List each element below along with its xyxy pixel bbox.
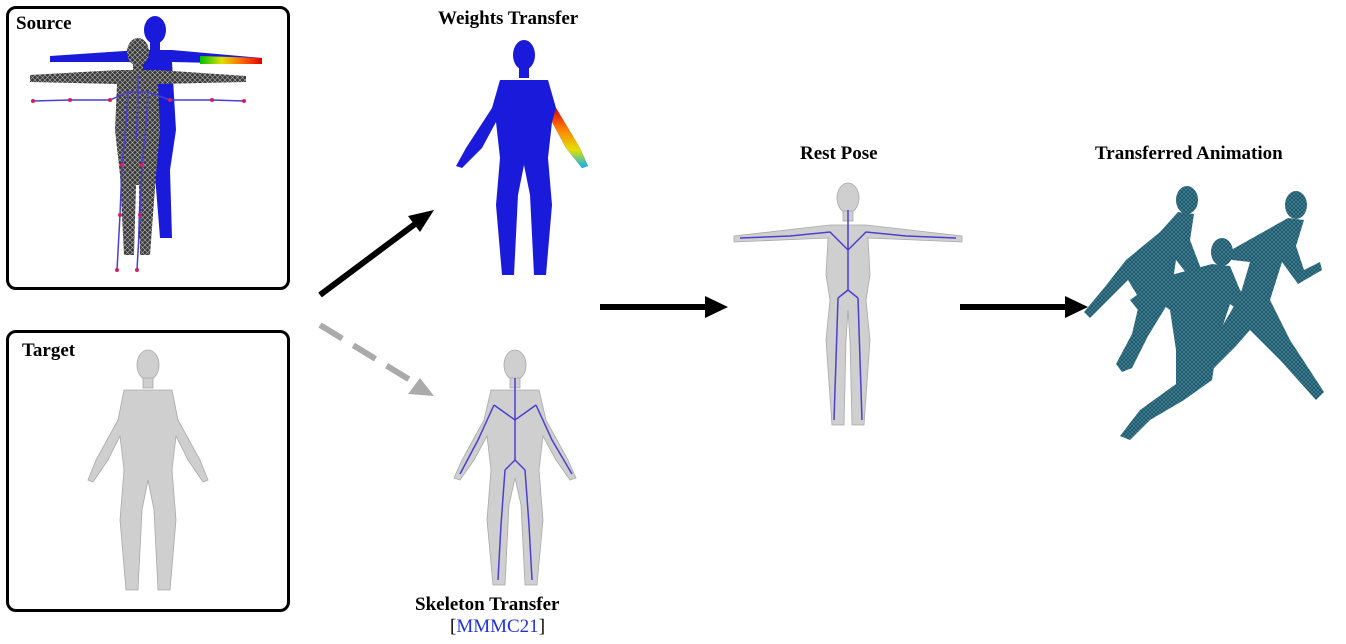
citation-close-bracket: ] bbox=[539, 616, 545, 637]
weights-transfer-title: Weights Transfer bbox=[438, 8, 578, 30]
arrow-to-skeleton-transfer bbox=[320, 325, 434, 396]
target-mesh bbox=[88, 350, 208, 590]
citation-link[interactable]: MMMC21 bbox=[456, 616, 538, 637]
arrow-to-rest-pose bbox=[600, 296, 728, 318]
rest-pose-title: Rest Pose bbox=[800, 143, 878, 165]
arrow-to-weights-transfer bbox=[320, 210, 434, 295]
skeleton-transfer-citation: [MMMC21] bbox=[450, 616, 545, 638]
target-panel-title: Target bbox=[22, 340, 75, 362]
source-panel-title: Source bbox=[16, 13, 72, 35]
transferred-animation-title: Transferred Animation bbox=[1095, 143, 1283, 165]
arrow-to-transferred-animation bbox=[960, 296, 1088, 318]
skeleton-transfer-title: Skeleton Transfer bbox=[415, 594, 559, 616]
weights-transfer-mesh bbox=[456, 40, 588, 275]
source-wireframe-mesh bbox=[30, 38, 246, 255]
